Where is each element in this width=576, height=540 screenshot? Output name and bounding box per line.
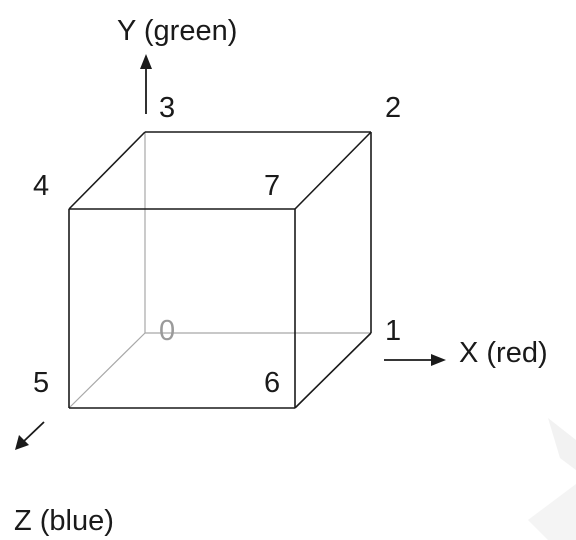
vertex-label-7: 7 xyxy=(264,170,280,202)
edge-2-7 xyxy=(294,131,372,210)
vertex-label-2: 2 xyxy=(385,92,401,124)
vertex-label-4: 4 xyxy=(33,170,49,202)
hidden-edges xyxy=(68,132,371,409)
x-axis-label: X (red) xyxy=(459,337,548,369)
vertex-label-6: 6 xyxy=(264,367,280,399)
z-axis-label: Z (blue) xyxy=(14,505,114,537)
x-axis-arrow xyxy=(384,354,446,366)
visible-edges xyxy=(68,131,372,409)
vertex-label-1: 1 xyxy=(385,315,401,347)
y-axis-label: Y (green) xyxy=(117,15,237,47)
edge-4-3 xyxy=(68,131,146,210)
edge-0-5 xyxy=(68,332,146,409)
edge-1-6 xyxy=(294,332,372,409)
z-axis-arrow xyxy=(15,421,45,450)
vertex-label-3: 3 xyxy=(159,92,175,124)
y-axis-arrow xyxy=(140,54,152,114)
vertex-label-5: 5 xyxy=(33,367,49,399)
vertex-label-0: 0 xyxy=(159,315,175,347)
watermark-shape xyxy=(528,484,576,540)
watermark-shape xyxy=(548,418,576,470)
